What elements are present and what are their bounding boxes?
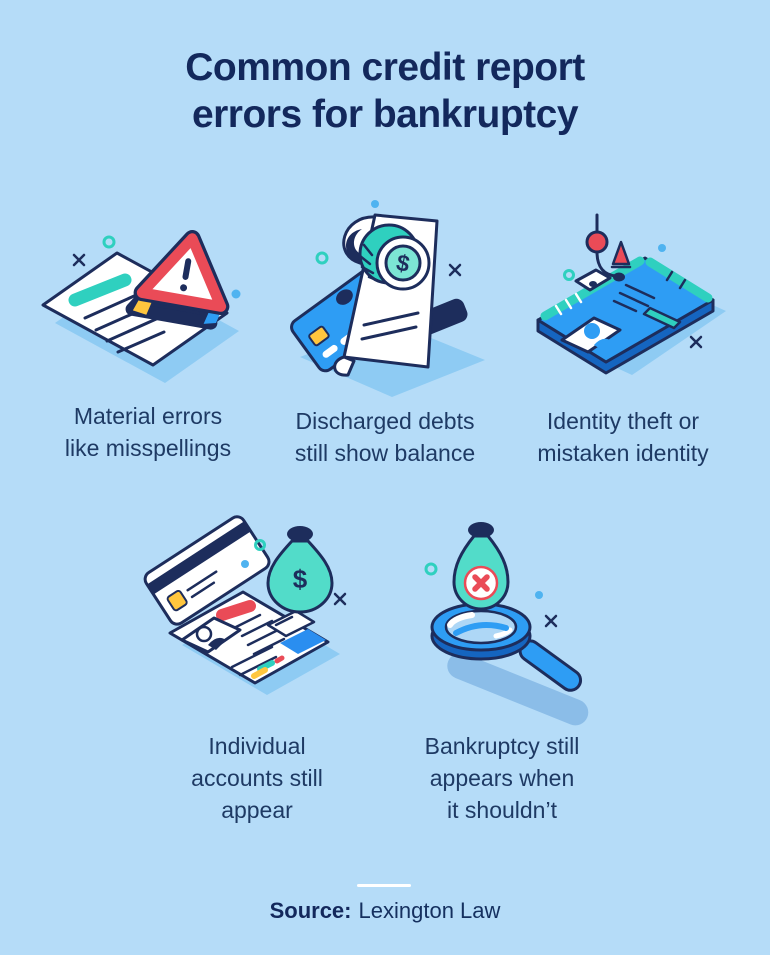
x-mark-icon <box>333 592 347 606</box>
item-bankruptcy-still-appears: Bankruptcy still appears when it shouldn… <box>382 505 622 826</box>
item-label: Identity theft or mistaken identity <box>505 405 741 469</box>
dot-decoration <box>371 200 379 208</box>
coin-dollar-sign: $ <box>394 249 412 277</box>
label-line: Discharged debts <box>295 408 475 434</box>
shadow-shape <box>447 652 589 726</box>
label-line: accounts still <box>191 765 323 791</box>
photo-icon <box>560 316 622 354</box>
item-label: Material errors like misspellings <box>23 400 273 464</box>
label-line: Bankruptcy still <box>424 733 580 759</box>
clip-shape <box>574 268 612 292</box>
item-individual-accounts: $ Individual accounts still appear <box>132 515 382 826</box>
x-mark-icon <box>689 335 703 349</box>
label-line: Identity theft or <box>546 408 700 434</box>
item-label: Discharged debts still show balance <box>262 405 508 469</box>
warning-triangle-icon <box>125 230 230 330</box>
page-title: Common credit report errors for bankrupt… <box>0 44 770 138</box>
source-value: Lexington Law <box>358 898 501 923</box>
credit-card-report-moneybag-icon: $ <box>143 515 347 695</box>
fish-hook-icon <box>574 213 632 292</box>
title-line-2: errors for bankruptcy <box>191 93 579 136</box>
label-line: mistaken identity <box>537 440 709 466</box>
dot-decoration <box>535 591 543 599</box>
label-line: Material errors <box>73 403 223 429</box>
coin-icon: $ <box>358 223 431 291</box>
item-identity-theft: Identity theft or mistaken identity <box>505 210 741 469</box>
item-label: Individual accounts still appear <box>132 730 382 826</box>
error-drop-icon <box>452 522 510 611</box>
receipt-coin-icon: $ <box>290 200 485 397</box>
label-line: Individual <box>208 733 306 759</box>
footer-divider <box>357 884 411 887</box>
x-mark-icon <box>72 253 86 267</box>
money-bag-icon: $ <box>266 526 334 614</box>
ring-decoration <box>102 235 116 249</box>
photo-icon <box>180 616 242 654</box>
label-line: appears when <box>429 765 575 791</box>
label-line: still show balance <box>294 440 476 466</box>
bar-chart-icon <box>251 655 285 679</box>
item-discharged-debts: $ Discharged debts still show balance <box>262 195 508 469</box>
credit-report-icon <box>168 590 330 685</box>
moneybag-dollar-sign: $ <box>293 564 308 594</box>
x-mark-icon <box>544 614 558 628</box>
ring-decoration <box>315 251 329 265</box>
label-line: like misspellings <box>64 435 232 461</box>
dot-decoration <box>241 560 249 568</box>
x-mark-icon <box>448 263 462 277</box>
credit-card-icon <box>143 515 271 626</box>
label-line: appear <box>221 797 293 823</box>
document-warning-icon <box>41 230 241 383</box>
magnifier-error-drop-icon <box>424 522 589 726</box>
bobber-icon <box>585 230 609 254</box>
item-label: Bankruptcy still appears when it shouldn… <box>382 730 622 826</box>
ring-decoration <box>424 562 438 576</box>
title-line-1: Common credit report <box>185 46 585 89</box>
source-line: Source:Lexington Law <box>0 898 770 924</box>
ring-decoration <box>254 539 266 551</box>
ring-decoration <box>563 269 575 281</box>
item-material-errors: Material errors like misspellings <box>23 205 273 464</box>
id-card-hook-icon <box>536 213 726 375</box>
source-label: Source: <box>269 898 352 923</box>
label-line: it shouldn’t <box>447 797 557 823</box>
dot-decoration <box>658 244 666 252</box>
red-x-icon <box>472 574 490 592</box>
dot-decoration <box>231 289 241 299</box>
